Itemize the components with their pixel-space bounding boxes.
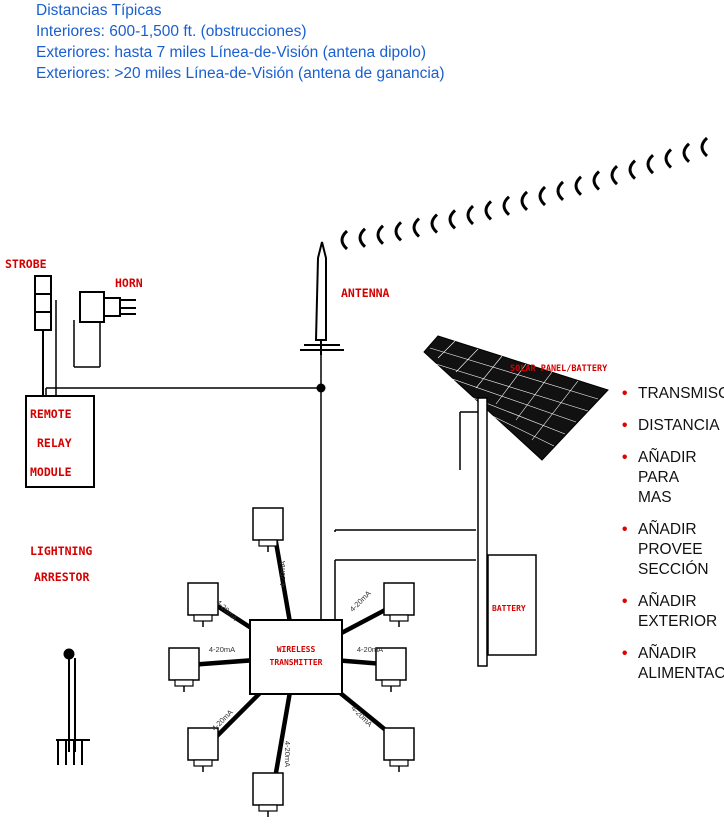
sensor-device	[252, 507, 284, 552]
sensor-device	[383, 582, 415, 627]
bullet-marker: •	[622, 593, 628, 610]
bullet-text: SECCIÓN	[638, 561, 709, 578]
bullet-text: AÑADIR	[638, 521, 697, 538]
sensor-device	[252, 772, 284, 817]
transmitter-label-line1: WIRELESS	[277, 645, 316, 654]
radio-wave-arc	[592, 170, 601, 191]
bullet-text: TRANSMISORES	[638, 385, 724, 402]
bullet-text: AÑADIR	[638, 449, 697, 466]
bullet-list: • TRANSMISORES • DISTANCIA • AÑADIR PARA MAS • AÑ…	[620, 384, 724, 696]
radio-wave-arc	[628, 159, 637, 180]
arrestor-label-line1: LIGHTNING	[30, 544, 92, 558]
bullet-item: • AÑADIR EXTERIOR	[620, 592, 724, 632]
relay-label-line1: REMOTE	[30, 407, 72, 421]
junction-dot	[316, 383, 326, 393]
radio-wave-arc	[646, 153, 655, 175]
bullet-text: DISTANCIA	[638, 417, 720, 434]
radio-wave-arc	[394, 221, 403, 242]
radio-wave-arc	[430, 213, 439, 234]
radio-wave-arc	[466, 204, 475, 226]
radio-wave-arc	[682, 142, 691, 163]
bullet-text: ALIMENTACIÓN	[638, 665, 724, 682]
radio-wave-arc	[484, 200, 493, 221]
sensor-device	[383, 727, 415, 772]
remote-relay-module	[25, 395, 95, 488]
bullet-text: MAS	[638, 489, 672, 506]
sensor-device	[168, 647, 200, 692]
solar-panel	[422, 335, 609, 461]
transmitter-label-line2: TRANSMITTER	[270, 658, 323, 667]
relay-label-line2: RELAY	[37, 436, 72, 450]
wiring	[45, 296, 478, 620]
relay-label-line3: MODULE	[30, 465, 72, 479]
sensor-device	[187, 727, 219, 772]
radio-wave-arc	[448, 209, 457, 230]
radio-wave-arc	[412, 217, 421, 238]
radio-wave-arc	[520, 190, 529, 212]
radio-wave-arc	[358, 227, 367, 248]
header-text-block: Distancias Típicas Interiores: 600-1,500…	[36, 0, 445, 84]
header-line-indoor: Interiores: 600-1,500 ft. (obstrucciones…	[36, 23, 307, 40]
solar-mount-pole	[477, 397, 488, 667]
strobe-light	[34, 275, 52, 395]
battery-label: BATTERY	[492, 604, 526, 613]
arrestor-label-line2: ARRESTOR	[34, 570, 89, 584]
signal-label: 4-20mA	[278, 561, 287, 587]
header-title: Distancias Típicas	[36, 2, 162, 19]
bullet-item: • AÑADIR PARA MAS	[620, 448, 724, 508]
sensor-device	[187, 582, 219, 627]
radio-waves	[340, 136, 709, 251]
horn	[79, 291, 136, 323]
lightning-arrestor	[56, 648, 90, 765]
solar-panel-label: SOLAR PANEL/BATTERY	[510, 364, 608, 374]
radio-wave-arc	[574, 175, 583, 196]
signal-label: 4-20mA	[357, 645, 383, 654]
bullet-text: PARA	[638, 469, 680, 486]
header-line-outdoor-dipole: Exteriores: hasta 7 miles Línea-de-Visió…	[36, 44, 427, 61]
bullet-item: • AÑADIR PROVEE SECCIÓN	[620, 520, 724, 580]
radio-wave-arc	[700, 136, 709, 158]
bullet-marker: •	[622, 521, 628, 538]
bullet-text: AÑADIR	[638, 593, 697, 610]
signal-label: 4-20mA	[209, 645, 235, 654]
bullet-marker: •	[622, 449, 628, 466]
radio-wave-arc	[556, 180, 565, 202]
bullet-marker: •	[622, 417, 628, 434]
radio-wave-arc	[376, 224, 385, 245]
radio-wave-arc	[610, 164, 619, 186]
bullet-marker: •	[622, 645, 628, 662]
bullet-text: EXTERIOR	[638, 613, 718, 630]
battery-box	[487, 554, 537, 656]
radio-wave-arc	[502, 195, 511, 216]
bullet-marker: •	[622, 385, 628, 402]
antenna-label: ANTENNA	[341, 286, 390, 300]
bullet-item: • AÑADIR ALIMENTACIÓN	[620, 644, 724, 684]
horn-label: HORN	[115, 276, 143, 290]
bullet-text: PROVEE	[638, 541, 703, 558]
radio-wave-arc	[664, 148, 673, 169]
bullet-item: • DISTANCIA	[620, 416, 724, 436]
signal-label: 4-20mA	[348, 589, 373, 614]
radio-wave-arc	[340, 229, 349, 251]
signal-label: 4-20mA	[283, 741, 292, 767]
bullet-item: • TRANSMISORES	[620, 384, 724, 404]
strobe-label: STROBE	[5, 257, 47, 271]
wireless-transmitter	[249, 619, 343, 695]
radio-wave-arc	[538, 185, 547, 207]
bullet-text: AÑADIR	[638, 645, 697, 662]
header-line-outdoor-gain: Exteriores: >20 miles Línea-de-Visión (a…	[36, 65, 445, 82]
antenna	[300, 241, 344, 355]
sensor-device	[375, 647, 407, 692]
